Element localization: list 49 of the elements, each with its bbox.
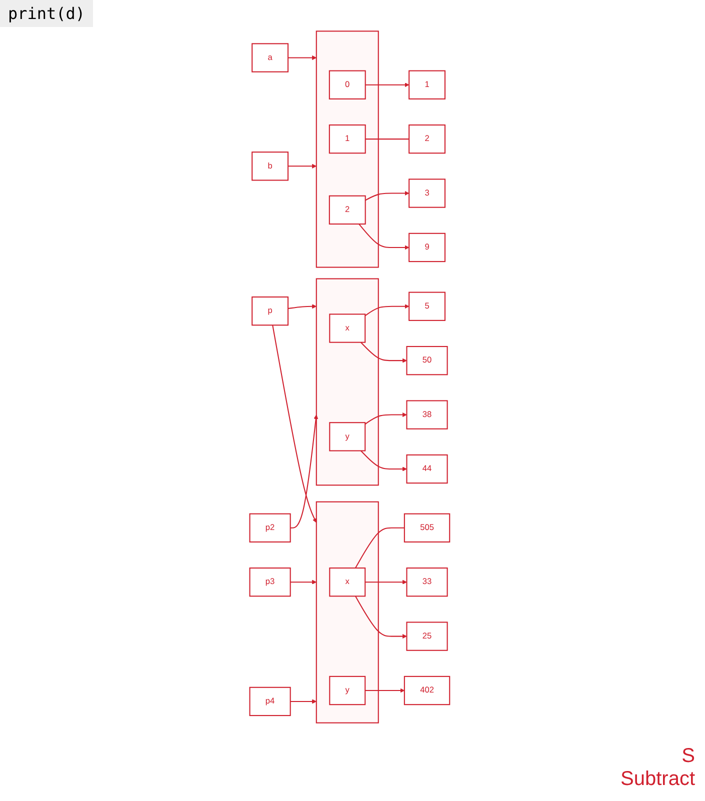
- node-box: x: [329, 314, 366, 343]
- arrow: [365, 190, 410, 201]
- arrow: [288, 55, 317, 60]
- node-box: 50: [406, 346, 448, 376]
- node-box: 25: [406, 622, 448, 651]
- handwritten-note: Subtract: [620, 768, 695, 791]
- node-box: 2: [329, 195, 366, 225]
- arrow: [290, 580, 317, 584]
- node-box: x: [329, 568, 366, 597]
- cluster: [316, 501, 380, 724]
- node-box: y: [329, 422, 366, 452]
- arrow: [272, 325, 317, 523]
- node-box: p3: [250, 568, 292, 597]
- handwritten-note: S: [680, 745, 695, 768]
- connector: [366, 138, 410, 140]
- node-box: a: [252, 43, 289, 72]
- cluster: [316, 30, 380, 268]
- arrow: [288, 164, 317, 168]
- node-box: b: [252, 152, 289, 181]
- arrow: [365, 412, 408, 425]
- node-box: 402: [404, 676, 450, 706]
- node-box: 3: [408, 178, 446, 208]
- arrow: [290, 414, 318, 528]
- arrow: [366, 82, 410, 88]
- node-box: 33: [406, 568, 448, 597]
- node-box: 38: [406, 400, 448, 430]
- node-box: 1: [329, 124, 366, 154]
- arrow: [288, 304, 317, 310]
- connector: [355, 527, 405, 568]
- node-box: 1: [408, 70, 446, 100]
- arrow: [355, 596, 408, 639]
- node-box: 5: [408, 292, 446, 321]
- arrow: [358, 224, 410, 250]
- cluster: [316, 278, 380, 486]
- node-box: 0: [329, 70, 366, 100]
- node-box: 44: [406, 454, 448, 484]
- node-box: 9: [408, 232, 446, 262]
- node-box: p2: [250, 513, 292, 542]
- node-box: p4: [250, 686, 292, 716]
- arrow: [365, 580, 408, 584]
- node-box: p: [252, 296, 289, 326]
- arrow: [365, 304, 410, 316]
- arrow: [290, 699, 317, 704]
- node-box: 2: [408, 124, 446, 154]
- arrow: [360, 342, 408, 363]
- arrow: [365, 688, 405, 693]
- node-box: 505: [404, 513, 450, 542]
- node-box: y: [329, 676, 366, 706]
- arrow: [360, 450, 408, 472]
